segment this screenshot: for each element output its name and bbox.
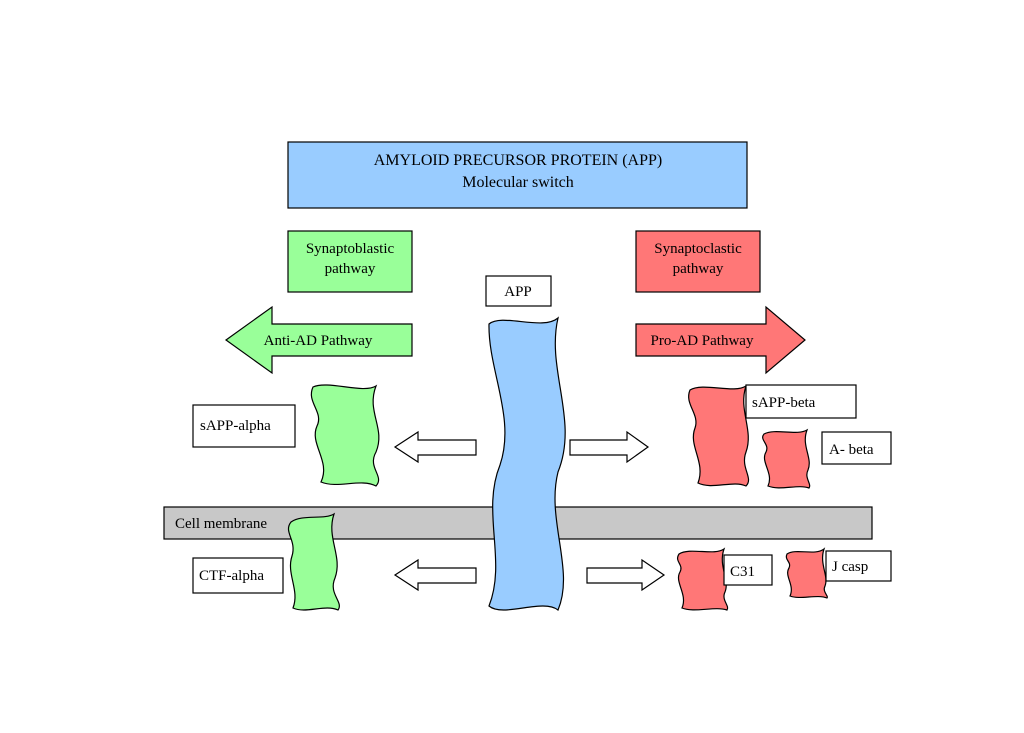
synaptoclastic-pathway-box: Synaptoclastic pathway xyxy=(635,230,761,293)
ctf-alpha-label: CTF-alpha xyxy=(199,568,264,584)
anti-ad-pathway-arrow: Anti-AD Pathway xyxy=(224,305,413,375)
synaptoclastic-box-shape xyxy=(635,230,761,293)
sapp-beta-label-shape xyxy=(745,384,857,419)
title-box: AMYLOID PRECURSOR PROTEIN (APP) Molecula… xyxy=(287,141,748,209)
app-protein-shape xyxy=(488,316,566,611)
arrow-to-c31 xyxy=(586,558,666,592)
sapp-beta-label-box: sAPP-beta xyxy=(745,384,857,419)
pro-ad-arrow-label: Pro-AD Pathway xyxy=(651,333,754,349)
cell-membrane-label: Cell membrane xyxy=(175,516,267,532)
a-beta-label: A- beta xyxy=(829,442,874,458)
c31-label-box: C31 xyxy=(723,554,773,586)
c31-label-shape xyxy=(723,554,773,586)
synaptoclastic-line1: Synaptoclastic xyxy=(654,241,742,257)
anti-ad-arrow-shape xyxy=(224,305,413,375)
c31-fragment xyxy=(677,547,729,611)
c31-label: C31 xyxy=(730,564,755,580)
sapp-alpha-fragment xyxy=(310,384,380,487)
j-casp-fragment xyxy=(785,547,828,599)
sapp-beta-fragment xyxy=(688,384,750,487)
title-line1: AMYLOID PRECURSOR PROTEIN (APP) xyxy=(374,152,662,169)
title-line2: Molecular switch xyxy=(462,174,574,191)
title-box-shape xyxy=(287,141,748,209)
anti-ad-arrow-label: Anti-AD Pathway xyxy=(264,333,373,349)
app-label-shape xyxy=(485,275,552,307)
arrow-to-ctf-alpha xyxy=(393,558,477,592)
j-casp-label-box: J casp xyxy=(825,550,892,582)
synaptoblastic-pathway-box: Synaptoblastic pathway xyxy=(287,230,413,293)
synaptoblastic-box-shape xyxy=(287,230,413,293)
synaptoclastic-line2: pathway xyxy=(673,261,724,277)
sapp-alpha-label: sAPP-alpha xyxy=(200,418,271,434)
ctf-alpha-label-box: CTF-alpha xyxy=(192,557,284,594)
a-beta-fragment xyxy=(762,428,811,489)
arrow-to-sapp-beta xyxy=(569,430,650,464)
sapp-beta-label: sAPP-beta xyxy=(752,395,816,411)
ctf-alpha-fragment xyxy=(287,512,340,611)
a-beta-label-box: A- beta xyxy=(821,431,892,465)
arrow-to-sapp-alpha xyxy=(393,430,477,464)
sapp-alpha-label-shape xyxy=(192,404,296,448)
sapp-alpha-label-box: sAPP-alpha xyxy=(192,404,296,448)
app-label: APP xyxy=(504,284,532,300)
pro-ad-arrow-shape xyxy=(635,305,806,375)
pro-ad-pathway-arrow: Pro-AD Pathway xyxy=(635,305,806,375)
app-label-box: APP xyxy=(485,275,552,307)
synaptoblastic-line2: pathway xyxy=(325,261,376,277)
synaptoblastic-line1: Synaptoblastic xyxy=(306,241,395,257)
ctf-alpha-label-shape xyxy=(192,557,284,594)
j-casp-label-shape xyxy=(825,550,892,582)
a-beta-label-shape xyxy=(821,431,892,465)
j-casp-label: J casp xyxy=(832,559,868,575)
